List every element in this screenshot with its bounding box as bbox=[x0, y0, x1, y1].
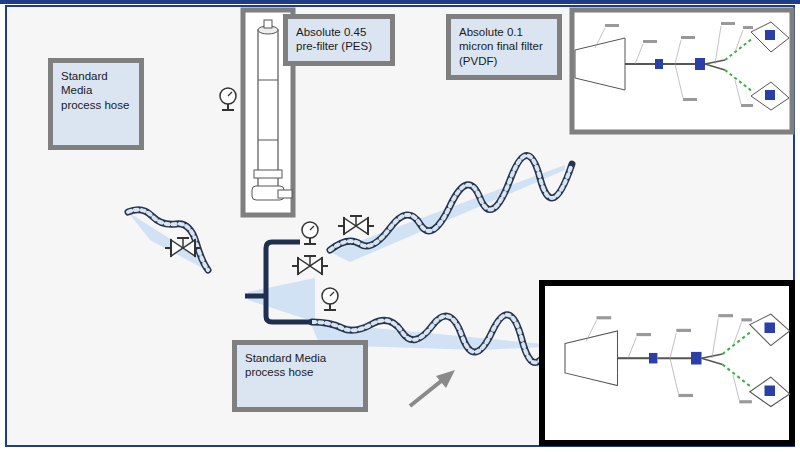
label-box: Standard Media process hose bbox=[48, 58, 144, 150]
label-box: Absolute 0.1 micron final filter (PVDF) bbox=[446, 14, 562, 80]
label-box: Absolute 0.45 pre-filter (PES) bbox=[283, 14, 395, 66]
label-text: Standard Media process hose bbox=[53, 63, 139, 118]
label-text: Absolute 0.1 micron final filter (PVDF) bbox=[451, 19, 557, 74]
label-text: Standard Media process hose bbox=[237, 345, 363, 386]
label-text: Absolute 0.45 pre-filter (PES) bbox=[288, 19, 390, 60]
label-box: Standard Media process hose bbox=[232, 340, 368, 412]
